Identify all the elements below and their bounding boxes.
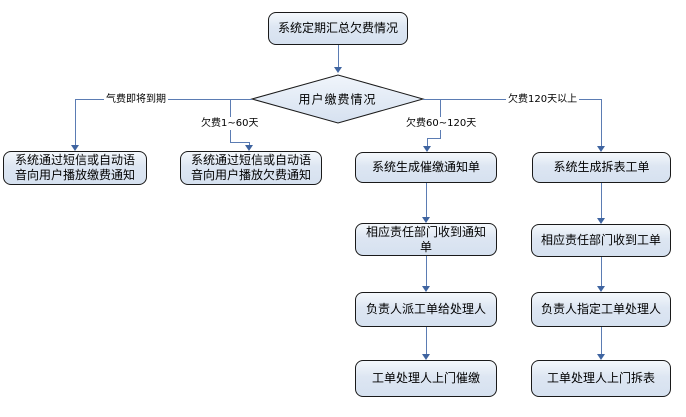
step-node-assign-work-order: 负责人派工单给处理人 xyxy=(355,292,497,327)
arrow-down-icon xyxy=(423,146,431,152)
arrow-down-icon xyxy=(71,145,79,151)
step-node-generate-collection-notice: 系统生成催缴通知单 xyxy=(355,152,497,183)
step-node-dept-receives-order: 相应责任部门收到工单 xyxy=(531,224,671,257)
arrow-down-icon xyxy=(597,354,605,360)
arrow-down-icon xyxy=(334,67,342,73)
decision-node: 用户缴费情况 xyxy=(250,73,425,125)
connector-line xyxy=(601,257,602,286)
connector-line xyxy=(601,183,602,218)
step-node-generate-removal-order: 系统生成拆表工单 xyxy=(532,152,671,183)
arrow-down-icon xyxy=(245,145,253,151)
arrow-down-icon xyxy=(422,217,430,223)
branch-label-over-120-days: 欠费120天以上 xyxy=(506,93,580,106)
arrow-down-icon xyxy=(422,286,430,292)
connector-line xyxy=(426,183,427,217)
connector-line xyxy=(249,142,250,146)
connector-line xyxy=(601,327,602,354)
connector-line xyxy=(338,45,339,68)
step-node-play-payment-notice: 系统通过短信或自动语音向用户播放缴费通知 xyxy=(3,151,147,185)
step-node-play-arrears-notice: 系统通过短信或自动语音向用户播放欠费通知 xyxy=(180,151,322,185)
step-node-door-collection: 工单处理人上门催缴 xyxy=(355,360,497,397)
connector-line xyxy=(426,327,427,354)
start-node: 系统定期汇总欠费情况 xyxy=(268,12,408,45)
arrow-down-icon xyxy=(597,218,605,224)
connector-line xyxy=(426,256,427,286)
branch-label-60-120-days: 欠费60~120天 xyxy=(404,117,479,130)
arrow-down-icon xyxy=(422,354,430,360)
connector-line xyxy=(601,99,602,146)
branch-label-1-60-days: 欠费1~60天 xyxy=(199,117,261,130)
connector-line xyxy=(427,138,428,146)
decision-label: 用户缴费情况 xyxy=(298,92,377,107)
connector-line xyxy=(230,142,250,143)
step-node-dept-receives-notice: 相应责任部门收到通知单 xyxy=(355,223,497,256)
step-node-designate-handler: 负责人指定工单处理人 xyxy=(531,292,671,327)
connector-line xyxy=(427,138,441,139)
arrow-down-icon xyxy=(597,146,605,152)
step-node-door-meter-removal: 工单处理人上门拆表 xyxy=(531,360,671,397)
connector-line xyxy=(75,99,76,145)
arrow-down-icon xyxy=(597,286,605,292)
branch-label-due-soon: 气费即将到期 xyxy=(104,93,168,106)
